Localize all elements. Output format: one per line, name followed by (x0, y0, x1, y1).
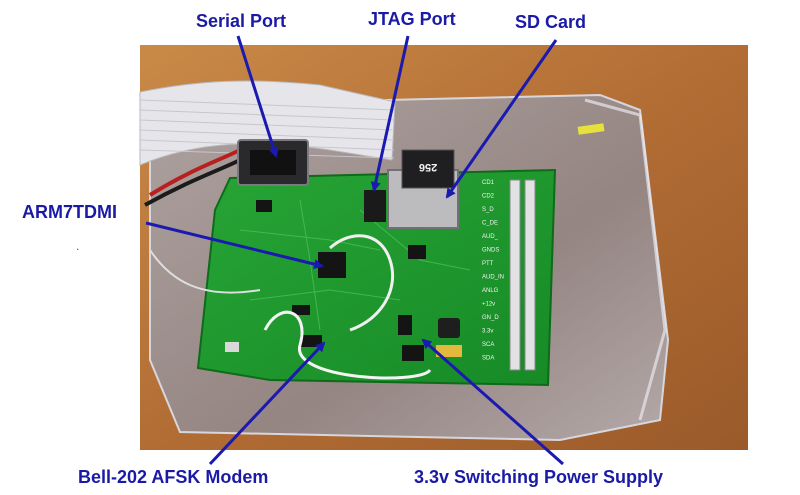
power-regulator (402, 345, 424, 361)
jtag-header (364, 190, 386, 222)
ribbon-cable (139, 80, 396, 166)
pin-label: PTT (482, 261, 494, 267)
yellow-tape (577, 123, 605, 135)
label-sd-card: SD Card (515, 12, 587, 32)
label-serial-port: Serial Port (196, 11, 287, 31)
sd-card-capacity: 256 (419, 161, 437, 173)
white-wire-3 (149, 249, 261, 294)
stray-mark: . (76, 239, 80, 253)
red-wire (148, 148, 241, 197)
modem-chip (300, 335, 322, 347)
pin-label: CD1 (482, 180, 495, 186)
pin-label: S_D (482, 207, 494, 213)
white-wire-1 (328, 234, 395, 332)
arrow-sd-card (445, 39, 558, 199)
callout-arrows (145, 35, 564, 466)
label-arm7tdmi: ARM7TDMI (22, 202, 117, 222)
pin-header (509, 179, 536, 371)
label-jtag-port: JTAG Port (368, 9, 456, 29)
arrow-power-supply (421, 338, 564, 466)
sd-card (401, 149, 455, 189)
power-capacitor (436, 345, 462, 357)
pin-label: SDA (482, 356, 494, 362)
bag-highlight (584, 98, 667, 421)
arrow-arm7tdmi (145, 221, 324, 269)
pcb-traces (239, 199, 471, 331)
pin-label: CD2 (482, 194, 495, 200)
pin-label: GN_D (482, 315, 499, 321)
arrow-jtag-port (370, 35, 410, 192)
pin-label: GNDS (482, 248, 499, 254)
power-inductor (438, 318, 460, 338)
arrow-serial-port (236, 35, 279, 158)
pin-label: AUD_IN (482, 275, 504, 281)
pin-label: C_DE (482, 221, 498, 227)
arrow-afsk-modem (208, 341, 326, 466)
pin-label: SCA (482, 342, 494, 348)
pin-label: 3.3v (482, 329, 493, 335)
pcb-board (196, 168, 557, 387)
black-wire (144, 158, 241, 207)
white-wire-2 (263, 310, 432, 380)
label-afsk-modem: Bell-202 AFSK Modem (78, 467, 269, 487)
pin-label: +12v (482, 302, 495, 308)
pin-label: AUD_ (482, 234, 499, 240)
label-power-supply: 3.3v Switching Power Supply (414, 467, 664, 487)
pin-label: ANLG (482, 288, 499, 294)
